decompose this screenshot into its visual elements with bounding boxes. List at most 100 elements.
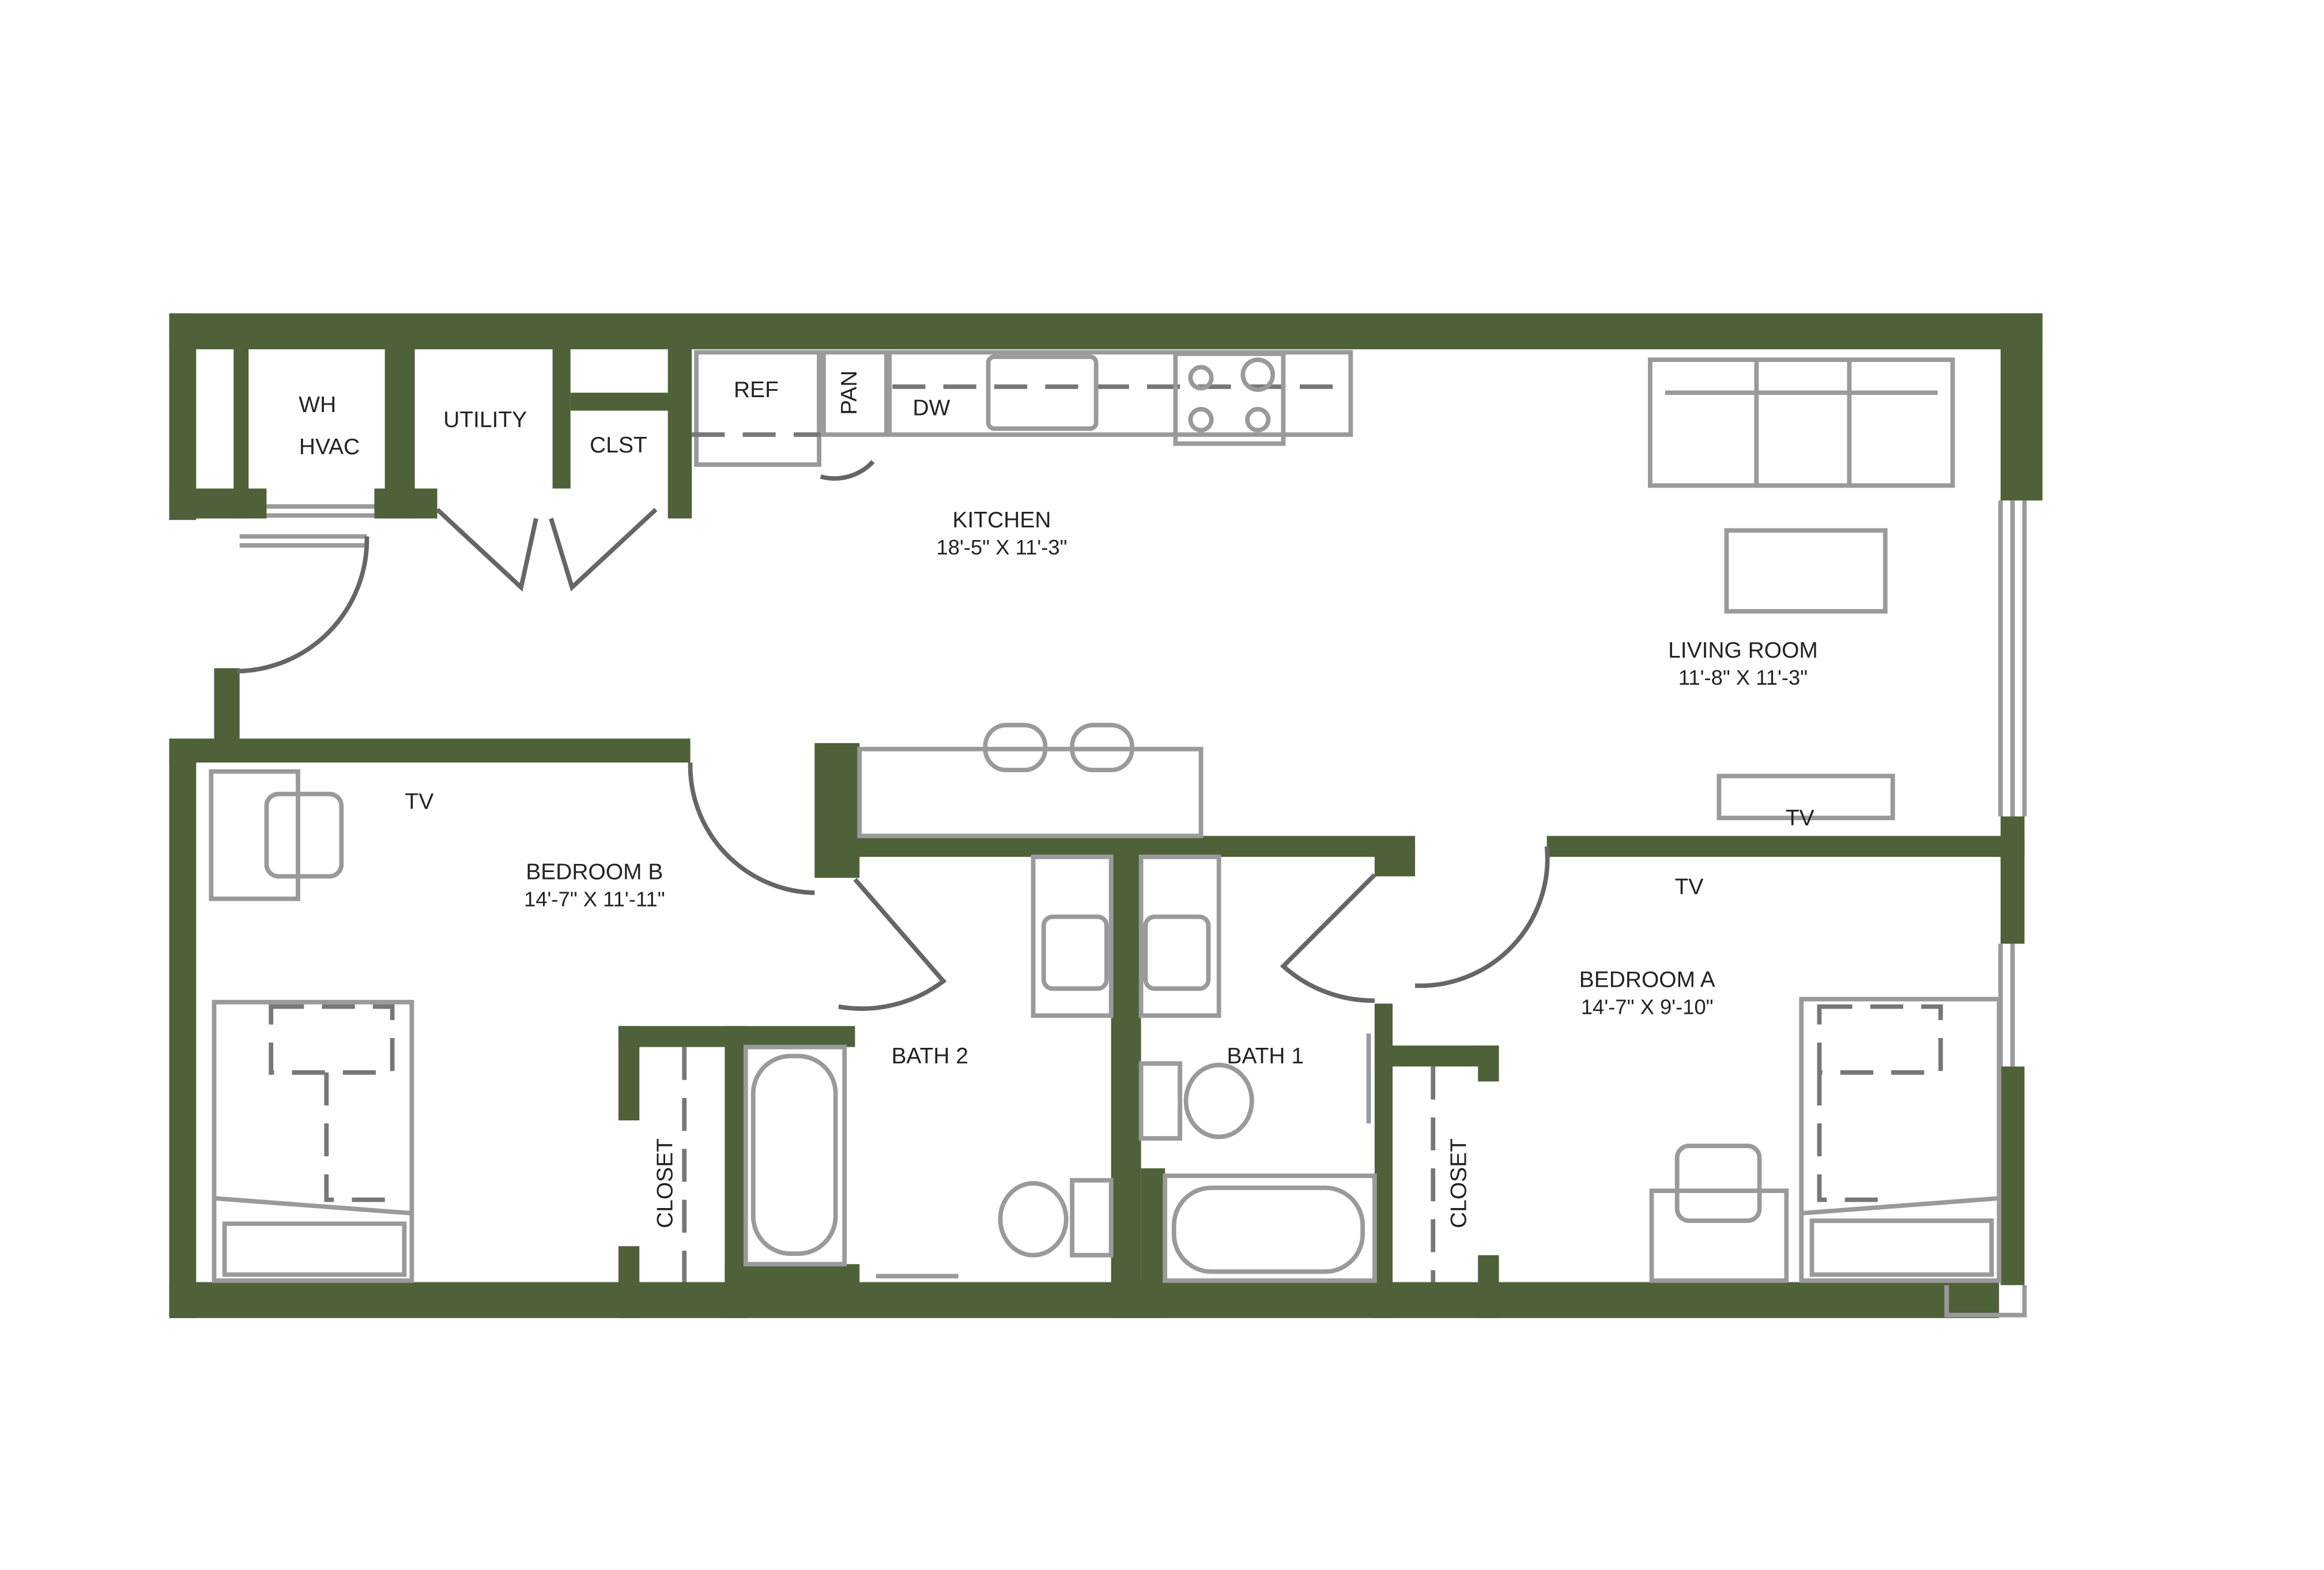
wall-closet-b-left-low (618, 1246, 640, 1318)
door-swing-icon (236, 536, 369, 674)
stove-burner (1188, 407, 1214, 433)
bedroom-a-name: BEDROOM A (1579, 968, 1715, 992)
kitchen-dims: 18'-5" X 11'-3" (937, 535, 1067, 559)
doors (236, 460, 1550, 1011)
sofa-icon (1648, 357, 1955, 488)
closet-b-label: CLOSET (652, 1138, 677, 1228)
wall-bedroom-a-top (1546, 836, 2025, 857)
labels: WH HVAC UTILITY CLST REF PAN DW KITCHEN … (299, 371, 1818, 1228)
wall-tub1-left (1141, 1168, 1165, 1318)
sofa-seams (1665, 360, 1938, 486)
wall-utility-right (552, 349, 571, 489)
pillow (222, 1221, 407, 1277)
tv-console (1716, 773, 1895, 821)
bed-icon (1799, 997, 2002, 1283)
wall-bottom (169, 1282, 1999, 1318)
clst-label: CLST (590, 433, 647, 458)
door-swing-icon (1280, 873, 1376, 1003)
windows (239, 500, 2027, 1318)
bed-dashed (1817, 1004, 1943, 1202)
wall-bedroom-b-top (169, 738, 691, 763)
entry-threshold (239, 534, 367, 548)
kitchen-island (857, 746, 1204, 839)
stove-burner (1188, 365, 1214, 391)
wall-closet-bottom-mid (374, 488, 437, 519)
bathtub-icon (743, 1044, 847, 1267)
kitchen-name: KITCHEN (953, 508, 1051, 533)
stove-burner (1240, 357, 1276, 392)
bath-2-fixtures (682, 854, 1114, 1282)
wall-left-upper (169, 313, 197, 520)
door-swing-icon (549, 508, 658, 592)
bedroom-b-furniture (209, 769, 414, 1283)
window-1 (1998, 500, 2027, 817)
bath-2-name: BATH 2 (892, 1044, 968, 1069)
closet-threshold (266, 504, 375, 518)
wall-closet-b-left (618, 1026, 640, 1120)
sink-icon (1041, 914, 1109, 991)
wall-right-low (2000, 1066, 2025, 1285)
bedroom-b-dims: 14'-7" X 11'-11" (524, 887, 665, 911)
bedroom-b-name: BEDROOM B (526, 860, 663, 885)
refrigerator (694, 350, 821, 467)
door-swing-icon (688, 762, 815, 895)
living-furniture (1648, 357, 1955, 821)
bar-stool-icon (1070, 723, 1134, 772)
counter-dashed-line (692, 384, 1348, 437)
balcony-corner (1944, 1285, 2027, 1318)
wall-closet-a-right-low (1478, 1255, 1499, 1318)
tv-living-label: TV (1786, 806, 1814, 831)
bathtub-basin (750, 1054, 838, 1256)
living-room-name: LIVING ROOM (1668, 638, 1818, 663)
wall-entry-jamb-top (169, 488, 237, 519)
tv-bedroom-a-label: TV (1675, 875, 1704, 900)
wall-bath-divider (1111, 846, 1141, 1318)
toilet-icon (1183, 1062, 1254, 1139)
dw-label: DW (912, 395, 950, 420)
pan-label: PAN (837, 371, 862, 415)
utility-label: UTILITY (443, 407, 527, 432)
chair-icon (1674, 1143, 1762, 1223)
wall-left-lower (169, 738, 197, 1318)
toilet-tank (1070, 1178, 1114, 1258)
vanity-sink-icon (1031, 854, 1114, 1018)
counter-run (887, 350, 1353, 437)
bed-fold (214, 1196, 412, 1216)
desk (209, 769, 300, 901)
hvac-label: HVAC (299, 435, 360, 459)
wall-island-left (814, 743, 860, 878)
bed-dashed (269, 1004, 395, 1202)
sink-icon (1143, 914, 1211, 991)
pantry (821, 350, 889, 437)
bath-1-name: BATH 1 (1227, 1044, 1304, 1069)
wall-closet-bottom-left (233, 488, 267, 519)
bath-1-fixtures (1138, 854, 1436, 1283)
bed-icon (212, 999, 414, 1283)
wall-top (169, 313, 2043, 349)
door-swing-icon (1414, 846, 1550, 988)
stove-icon (1173, 351, 1286, 446)
bed-fold (1801, 1196, 1999, 1216)
closet-a-label: CLOSET (1446, 1138, 1471, 1228)
vanity-sink-icon (1138, 854, 1221, 1018)
sink-icon (986, 354, 1099, 431)
door-swing-icon (838, 878, 947, 1011)
wall-bath1-right-upper (1374, 846, 1416, 877)
bar-stool-icon (983, 723, 1048, 772)
tv-bedroom-b-label: TV (405, 790, 434, 814)
walls (169, 313, 2043, 1318)
wall-right-mid (2000, 816, 2025, 944)
wall-right-top (2000, 313, 2043, 501)
window-2 (1998, 943, 2015, 1067)
pillow (1809, 1218, 1994, 1277)
desk (1649, 1188, 1789, 1283)
bathtub-basin (1171, 1185, 1365, 1274)
wall-closet-a-right (1478, 1046, 1499, 1082)
door-swing-icon (435, 508, 538, 592)
coffee-table (1724, 528, 1888, 614)
wall-entry-jamb-bottom (214, 668, 240, 749)
bedroom-a-dims: 14'-7" X 9'-10" (1581, 995, 1714, 1018)
chair-icon (264, 791, 344, 879)
wall-clst-right (667, 349, 692, 519)
